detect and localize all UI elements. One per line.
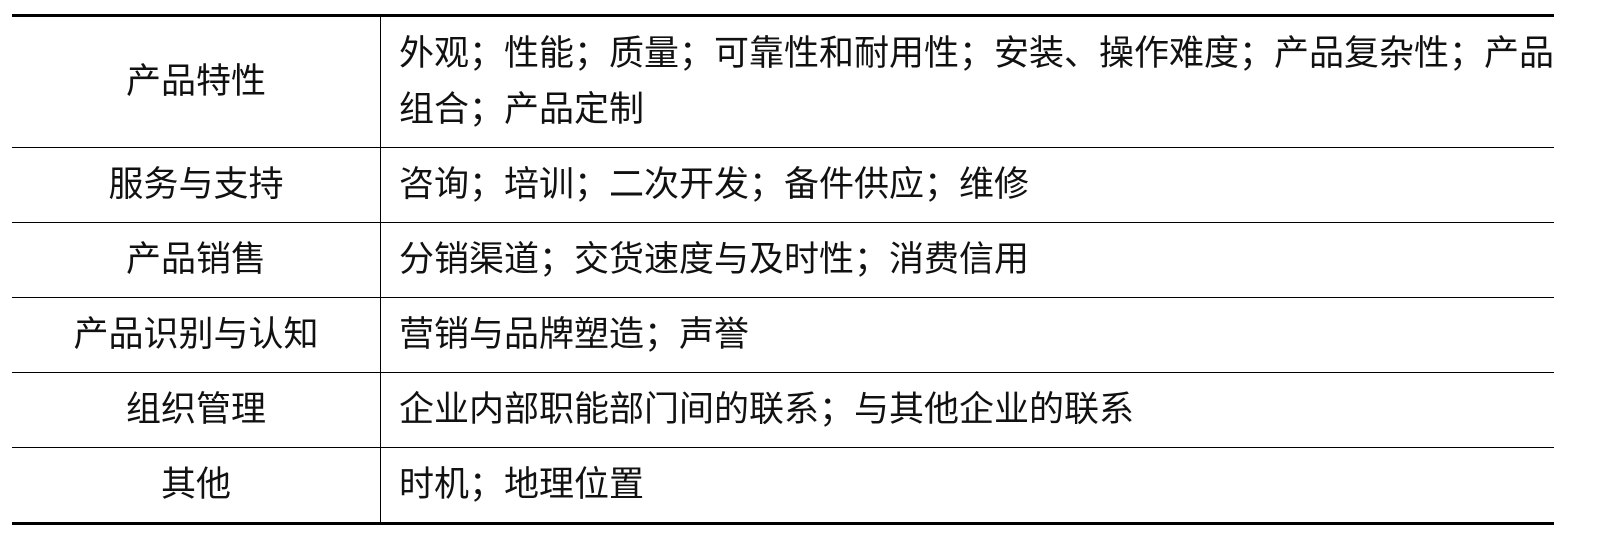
- table-row: 产品识别与认知 营销与品牌塑造；声誉: [12, 297, 1554, 373]
- dimension-cell: 产品特性: [12, 15, 381, 148]
- table-row: 产品销售 分销渠道；交货速度与及时性；消费信用: [12, 222, 1554, 298]
- table-row: 产品特性 外观；性能；质量；可靠性和耐用性；安装、操作难度；产品复杂性；产品组合…: [12, 15, 1555, 148]
- dimension-cell: 产品识别与认知: [12, 297, 381, 373]
- items-cell: 咨询；培训；二次开发；备件供应；维修: [399, 165, 1030, 205]
- table-row: 服务与支持 咨询；培训；二次开发；备件供应；维修: [12, 147, 1554, 223]
- items-cell: 外观；性能；质量；可靠性和耐用性；安装、操作难度；产品复杂性；产品组合；产品定制: [399, 34, 1555, 130]
- differentiation-table: 产品特性 外观；性能；质量；可靠性和耐用性；安装、操作难度；产品复杂性；产品组合…: [12, 14, 1554, 525]
- items-cell: 营销与品牌塑造；声誉: [399, 315, 750, 355]
- differentiation-table-container: 产品特性 外观；性能；质量；可靠性和耐用性；安装、操作难度；产品复杂性；产品组合…: [12, 14, 1554, 525]
- items-cell: 企业内部职能部门间的联系；与其他企业的联系: [399, 390, 1135, 430]
- dimension-cell: 服务与支持: [12, 147, 381, 223]
- items-cell: 分销渠道；交货速度与及时性；消费信用: [399, 240, 1030, 280]
- dimension-cell: 其他: [12, 447, 381, 524]
- table-row: 其他 时机；地理位置: [12, 447, 1554, 524]
- dimension-cell: 产品销售: [12, 222, 381, 298]
- dimension-cell: 组织管理: [12, 372, 381, 448]
- table-row: 组织管理 企业内部职能部门间的联系；与其他企业的联系: [12, 372, 1554, 448]
- items-cell: 时机；地理位置: [399, 465, 645, 505]
